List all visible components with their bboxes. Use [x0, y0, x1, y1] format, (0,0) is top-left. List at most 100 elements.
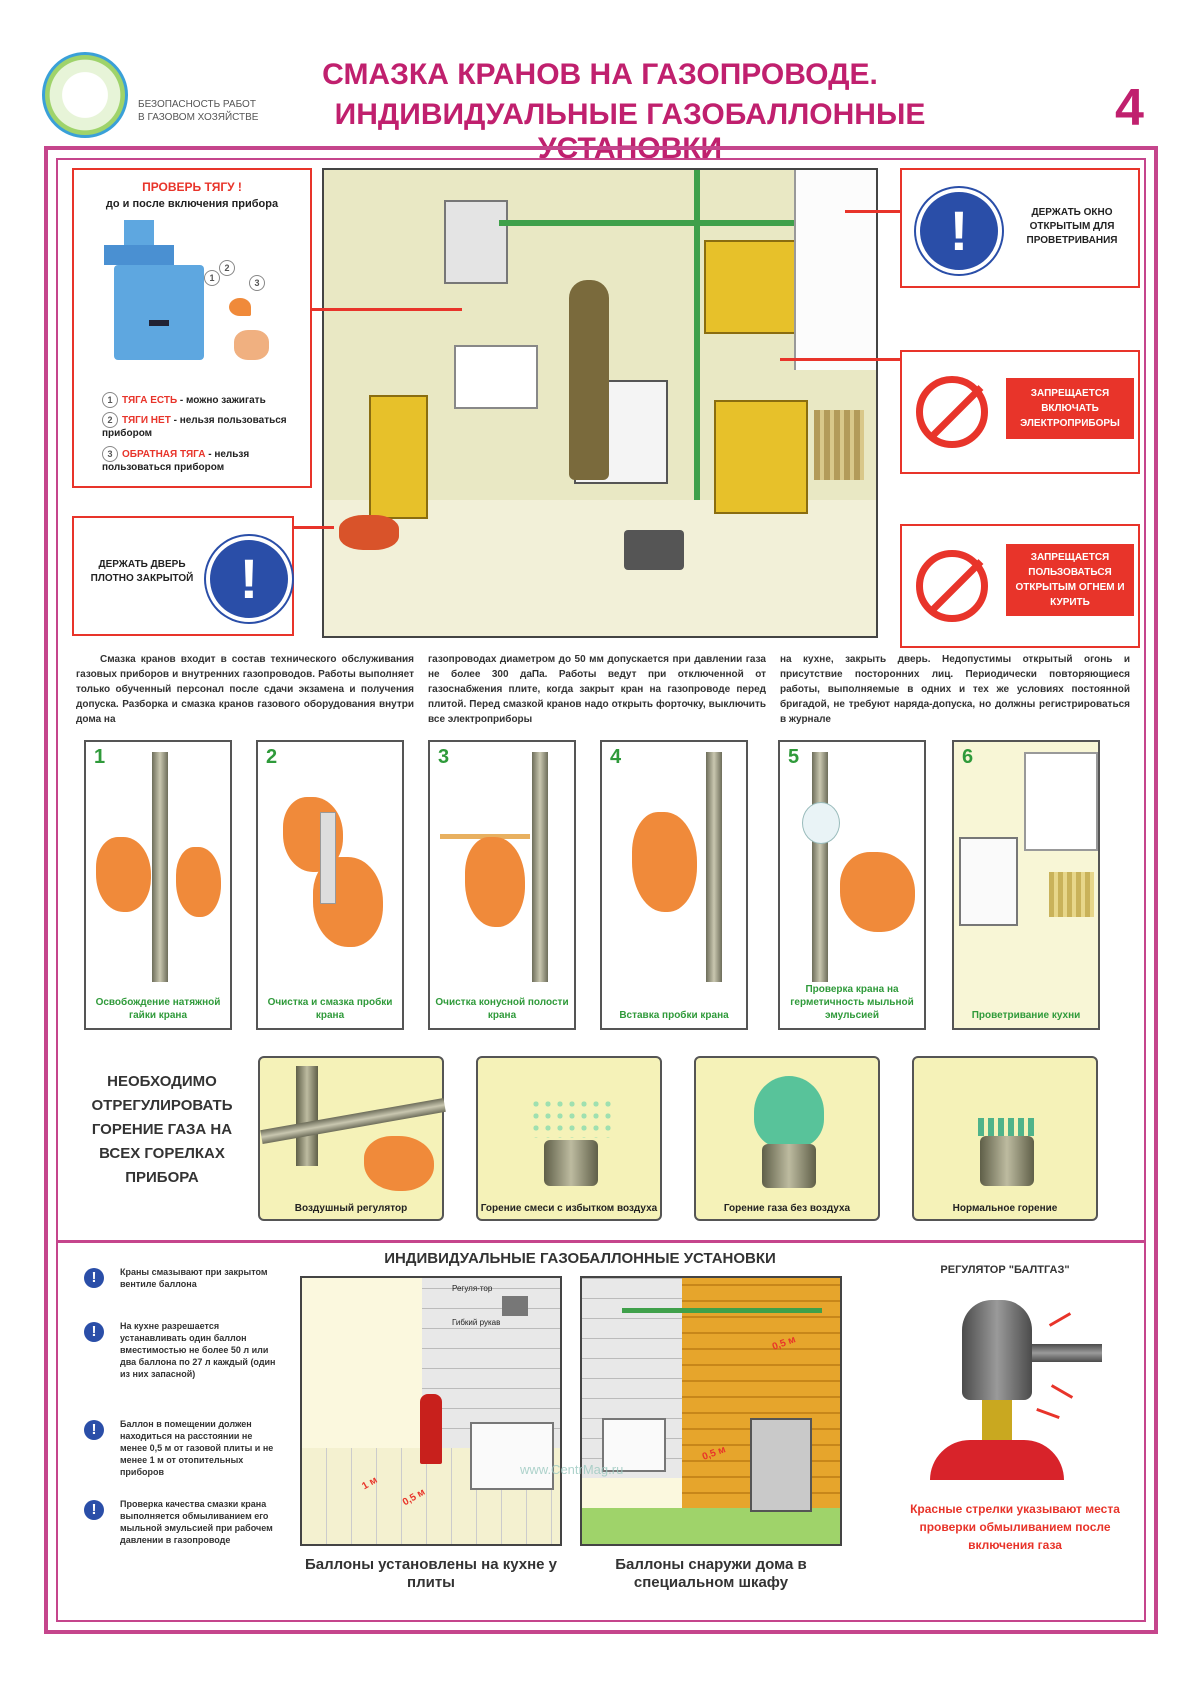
tool-box [624, 530, 684, 570]
exclamation-icon: ! [206, 536, 292, 622]
gas-pipe-horizontal [499, 220, 829, 226]
burner [544, 1140, 598, 1186]
step-number: 6 [962, 746, 974, 768]
hand-icon [234, 330, 269, 360]
hand [840, 852, 915, 932]
no-electric-sign-box: ЗАПРЕЩАЕТСЯ ВКЛЮЧАТЬ ЭЛЕКТРОПРИБОРЫ [900, 350, 1140, 474]
kitchen-floor [324, 500, 876, 636]
worker-figure [569, 280, 609, 480]
pipe [532, 752, 548, 982]
info-bullet-icon: ! [84, 1322, 104, 1342]
regulator-label: Регуля-тор [452, 1284, 493, 1293]
hand [465, 837, 525, 927]
cylinder-scene-kitchen: Регуля-тор Гибкий рукав 1 м 0,5 м [300, 1276, 562, 1546]
regulator-note: Красные стрелки указывают места проверки… [910, 1502, 1120, 1552]
step-caption: Вставка пробки крана [619, 1010, 729, 1021]
step-caption: Освобождение натяжной гайки крана [95, 997, 221, 1021]
regulator-title: РЕГУЛЯТОР "БАЛТГАЗ" [940, 1264, 1070, 1276]
hand [364, 1136, 434, 1191]
pipe [812, 752, 828, 982]
bullet-text-2: На кухне разрешается устанавливать один … [120, 1321, 276, 1379]
scene-caption-kitchen: Баллоны установлены на кухне у плиты [305, 1556, 557, 1591]
gas-pipe-vertical [694, 170, 700, 500]
flame-icon [229, 298, 251, 316]
step-number: 2 [266, 746, 278, 768]
outer-frame [44, 146, 1158, 1634]
window [794, 170, 876, 370]
body-text-col-1: Смазка кранов входит в состав техническо… [76, 654, 414, 725]
org-label: Безопасность работ в газовом хозяйстве [138, 98, 278, 124]
step-number: 1 [94, 746, 106, 768]
stove [602, 1418, 666, 1472]
page-number: 4 [1115, 79, 1144, 137]
step-2: 2 Очистка и смазка пробки крана [256, 740, 404, 1030]
burner [762, 1144, 816, 1188]
flame-icon [978, 1118, 1036, 1136]
heater-slot [149, 320, 169, 326]
scene-caption-outdoor: Баллоны снаружи дома в специальном шкафу [615, 1556, 807, 1591]
cylinder-scene-outdoor: 0,5 м 0,5 м [580, 1276, 842, 1546]
hand [176, 847, 221, 917]
step-number: 4 [610, 746, 622, 768]
step-caption: Проверка крана на герметичность мыльной … [790, 984, 914, 1021]
water-heater-body [114, 265, 204, 360]
step-6: 6 Проветривание кухни [952, 740, 1100, 1030]
watermark: www.CentrMag.ru [520, 1462, 624, 1477]
flame-icon [754, 1076, 824, 1148]
open-window [1024, 752, 1098, 851]
bullet-text-4: Проверка качества смазки крана выполняет… [120, 1499, 273, 1545]
chimney-hood [104, 245, 174, 265]
step-5: 5 Проверка крана на герметичность мыльно… [778, 740, 926, 1030]
cleaning-stick [440, 834, 530, 839]
door-sign-text: ДЕРЖАТЬ ДВЕРЬ ПЛОТНО ЗАКРЫТОЙ [90, 559, 194, 584]
info-bullet-icon: ! [84, 1268, 104, 1288]
burner-pipe [296, 1066, 318, 1166]
draft-title: ПРОВЕРЬ ТЯГУ ! [142, 180, 242, 194]
step-1: 1 Освобождение натяжной гайки крана [84, 740, 232, 1030]
bullet-text-1: Краны смазывают при закрытом вентиле бал… [120, 1267, 268, 1289]
body-text-col-2: газопроводах диаметром до 50 мм допускае… [428, 654, 766, 725]
hand [632, 812, 697, 912]
sink [454, 345, 538, 409]
cabinet-upper [704, 240, 798, 334]
logo [42, 52, 128, 138]
arrow-to-heater [312, 308, 462, 311]
section-divider [56, 1240, 1146, 1243]
tiled-wall [422, 1278, 560, 1448]
radiator [1049, 872, 1094, 917]
org-line-2: в газовом хозяйстве [138, 112, 259, 123]
gas-pipe [260, 1097, 446, 1145]
regulator-outlet [1032, 1344, 1102, 1362]
cabinet-right [714, 400, 808, 514]
callout-3: 3 [249, 275, 265, 291]
regulator-body [962, 1300, 1032, 1400]
callout-2: 2 [219, 260, 235, 276]
no-electric-sign-text: ЗАПРЕЩАЕТСЯ ВКЛЮЧАТЬ ЭЛЕКТРОПРИБОРЫ [1006, 378, 1134, 439]
water-heater [444, 200, 508, 284]
no-electric-icon [916, 376, 988, 448]
cat-figure [339, 515, 399, 550]
step-4: 4 Вставка пробки крана [600, 740, 748, 1030]
info-bullet-icon: ! [84, 1420, 104, 1440]
burning-caption: Нормальное горение [952, 1203, 1058, 1214]
regulator-nut [982, 1400, 1012, 1440]
ground [582, 1508, 840, 1544]
gas-pipe [622, 1308, 822, 1313]
page-title-line-1: СМАЗКА КРАНОВ НА ГАЗОПРОВОДЕ. [322, 58, 878, 91]
body-text-col-3: на кухне, закрыть дверь. Недопустимы отк… [780, 654, 1130, 725]
burning-caption: Воздушный регулятор [294, 1203, 408, 1214]
exclamation-icon: ! [916, 188, 1002, 274]
burning-panel-1: Воздушный регулятор [258, 1056, 446, 1221]
inner-frame [56, 158, 1146, 1622]
step-number: 5 [788, 746, 800, 768]
cabinet-left [369, 395, 428, 519]
bullet-text-3: Баллон в помещении должен находиться на … [120, 1419, 274, 1477]
no-fire-sign-text: ЗАПРЕЩАЕТСЯ ПОЛЬЗОВАТЬСЯ ОТКРЫТЫМ ОГНЕМ … [1006, 544, 1134, 616]
stove [470, 1422, 554, 1490]
step-caption: Проветривание кухни [971, 1010, 1081, 1021]
valve-plug [320, 812, 336, 904]
kitchen-illustration [322, 168, 878, 638]
burning-note: НЕОБХОДИМО ОТРЕГУЛИРОВАТЬ ГОРЕНИЕ ГАЗА Н… [91, 1073, 233, 1186]
